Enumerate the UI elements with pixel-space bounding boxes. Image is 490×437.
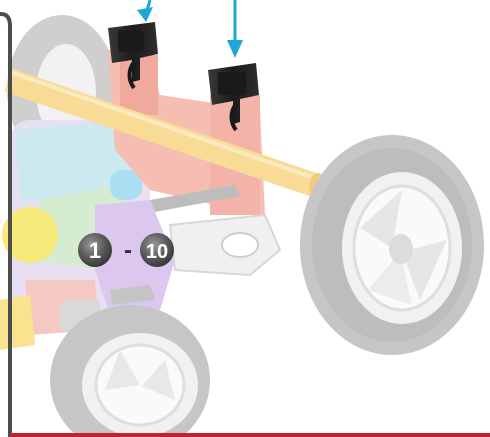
step-separator: - [124,237,132,264]
step-start-badge [78,233,112,267]
connector-clip-icon [208,63,259,132]
dark-rods [110,185,240,305]
step-range-label: 1 - 10 [78,233,174,267]
step-end-badge [140,233,174,267]
front-left-wheel [50,305,210,437]
down-arrow-icon [137,0,153,22]
connector-clip-icon [108,22,158,90]
step-end-number: 10 [146,241,168,263]
bottom-accent-bar [10,433,490,437]
page-frame [0,12,12,437]
front-right-wheel [300,135,484,355]
down-arrow-icon [227,0,243,58]
step-start-number: 1 [89,238,101,263]
